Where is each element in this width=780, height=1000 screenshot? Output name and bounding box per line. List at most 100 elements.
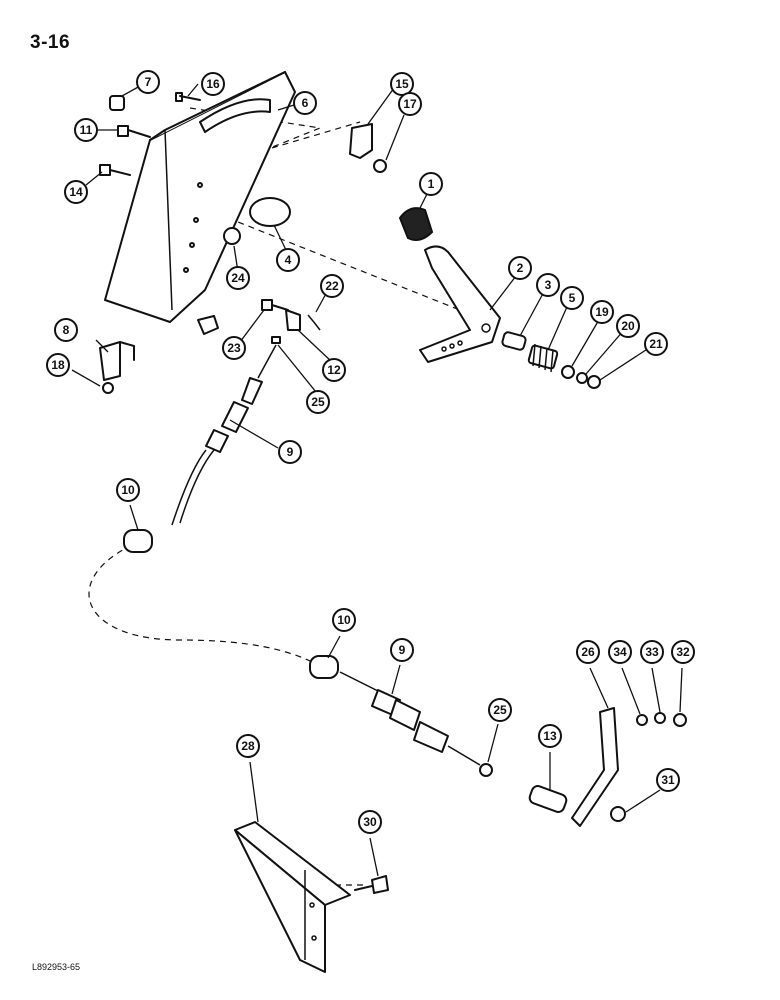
lock-washer — [576, 372, 588, 384]
leader-line — [95, 339, 109, 353]
callout-number: 32 — [676, 645, 690, 659]
callout: 3 — [536, 273, 560, 297]
small-bracket — [349, 123, 373, 159]
callout-circle — [608, 640, 632, 664]
callout: 31 — [656, 768, 680, 792]
bolt — [117, 125, 151, 138]
callout-number: 11 — [80, 123, 93, 137]
washer — [561, 365, 575, 379]
leader-line — [327, 635, 341, 659]
callout-circle — [488, 698, 512, 722]
callout: 33 — [640, 640, 664, 664]
callout-circle — [222, 336, 246, 360]
callout: 4 — [276, 248, 300, 272]
grommet — [309, 655, 339, 679]
callout-number: 14 — [69, 185, 83, 199]
callout-number: 9 — [287, 445, 294, 459]
callout: 10 — [116, 478, 140, 502]
pedal-bracket — [104, 71, 296, 323]
callout-number: 12 — [327, 363, 341, 377]
flange-nut — [197, 315, 219, 335]
figure-code: L892953-65 — [32, 962, 81, 972]
callout-number: 28 — [241, 739, 255, 753]
callout-number: 30 — [363, 815, 377, 829]
callout-number: 16 — [206, 77, 220, 91]
callout-number: 31 — [661, 773, 675, 787]
callout-circle — [226, 266, 250, 290]
leader-line — [229, 419, 279, 449]
callout-number: 1 — [428, 177, 435, 191]
callout: 14 — [64, 180, 88, 204]
callout: 26 — [576, 640, 600, 664]
callout: 15 — [390, 72, 414, 96]
callout-circle — [64, 180, 88, 204]
spacer — [109, 95, 125, 111]
leader-line — [369, 837, 379, 877]
washer — [636, 714, 648, 726]
leader-line — [297, 329, 333, 363]
leader-line — [85, 171, 103, 186]
callout-number: 25 — [311, 395, 325, 409]
callout: 18 — [46, 353, 70, 377]
nut — [223, 227, 241, 245]
leader-line — [621, 667, 641, 715]
callout-number: 10 — [121, 483, 135, 497]
cotter-pin — [307, 314, 321, 331]
leader-line — [599, 345, 653, 381]
callout-circle — [320, 274, 344, 298]
leader-line — [129, 504, 139, 531]
callout: 7 — [136, 70, 160, 94]
callout-number: 22 — [325, 279, 339, 293]
callout-circle — [590, 300, 614, 324]
callout: 5 — [560, 286, 584, 310]
callout-circle — [54, 318, 78, 342]
leader-line — [273, 224, 287, 251]
leader-line — [679, 667, 683, 713]
callout-circle — [201, 72, 225, 96]
callout-number: 19 — [595, 305, 609, 319]
callout-circle — [419, 172, 443, 196]
leader-line — [71, 369, 101, 387]
leader-line — [121, 85, 141, 97]
callout-number: 13 — [543, 729, 557, 743]
pedal-knob — [398, 207, 434, 241]
callout-number: 2 — [517, 261, 524, 275]
callout-circle — [332, 608, 356, 632]
callout-number: 21 — [649, 337, 663, 351]
cable-assembly-upper — [171, 344, 277, 526]
callout: 6 — [293, 91, 317, 115]
callout-circle — [390, 638, 414, 662]
callout: 9 — [390, 638, 414, 662]
callout: 32 — [671, 640, 695, 664]
leader-line — [489, 275, 517, 311]
pin — [261, 299, 289, 311]
throttle-arm — [571, 707, 619, 827]
disc — [249, 197, 291, 227]
callout-circle — [46, 353, 70, 377]
leader-line — [589, 667, 609, 709]
callout: 20 — [616, 314, 640, 338]
page-number: 3-16 — [30, 32, 71, 53]
callout: 17 — [398, 92, 422, 116]
leader-line — [391, 664, 401, 695]
callout-number: 25 — [493, 703, 507, 717]
leader-line — [519, 287, 547, 337]
callout-circle — [671, 640, 695, 664]
spring-cylinder — [528, 785, 568, 813]
callout: 2 — [508, 256, 532, 280]
callout-circle — [656, 768, 680, 792]
callout: 1 — [419, 172, 443, 196]
callout-circle — [398, 92, 422, 116]
bolt — [99, 164, 131, 176]
nut — [373, 159, 387, 173]
callout-circle — [644, 332, 668, 356]
callout: 12 — [322, 358, 346, 382]
angle-bracket — [99, 341, 135, 381]
bushing — [501, 331, 527, 351]
leader-line — [187, 83, 199, 97]
callout: 23 — [222, 336, 246, 360]
callout-circle — [136, 70, 160, 94]
callout: 24 — [226, 266, 250, 290]
callout-number: 23 — [227, 341, 241, 355]
